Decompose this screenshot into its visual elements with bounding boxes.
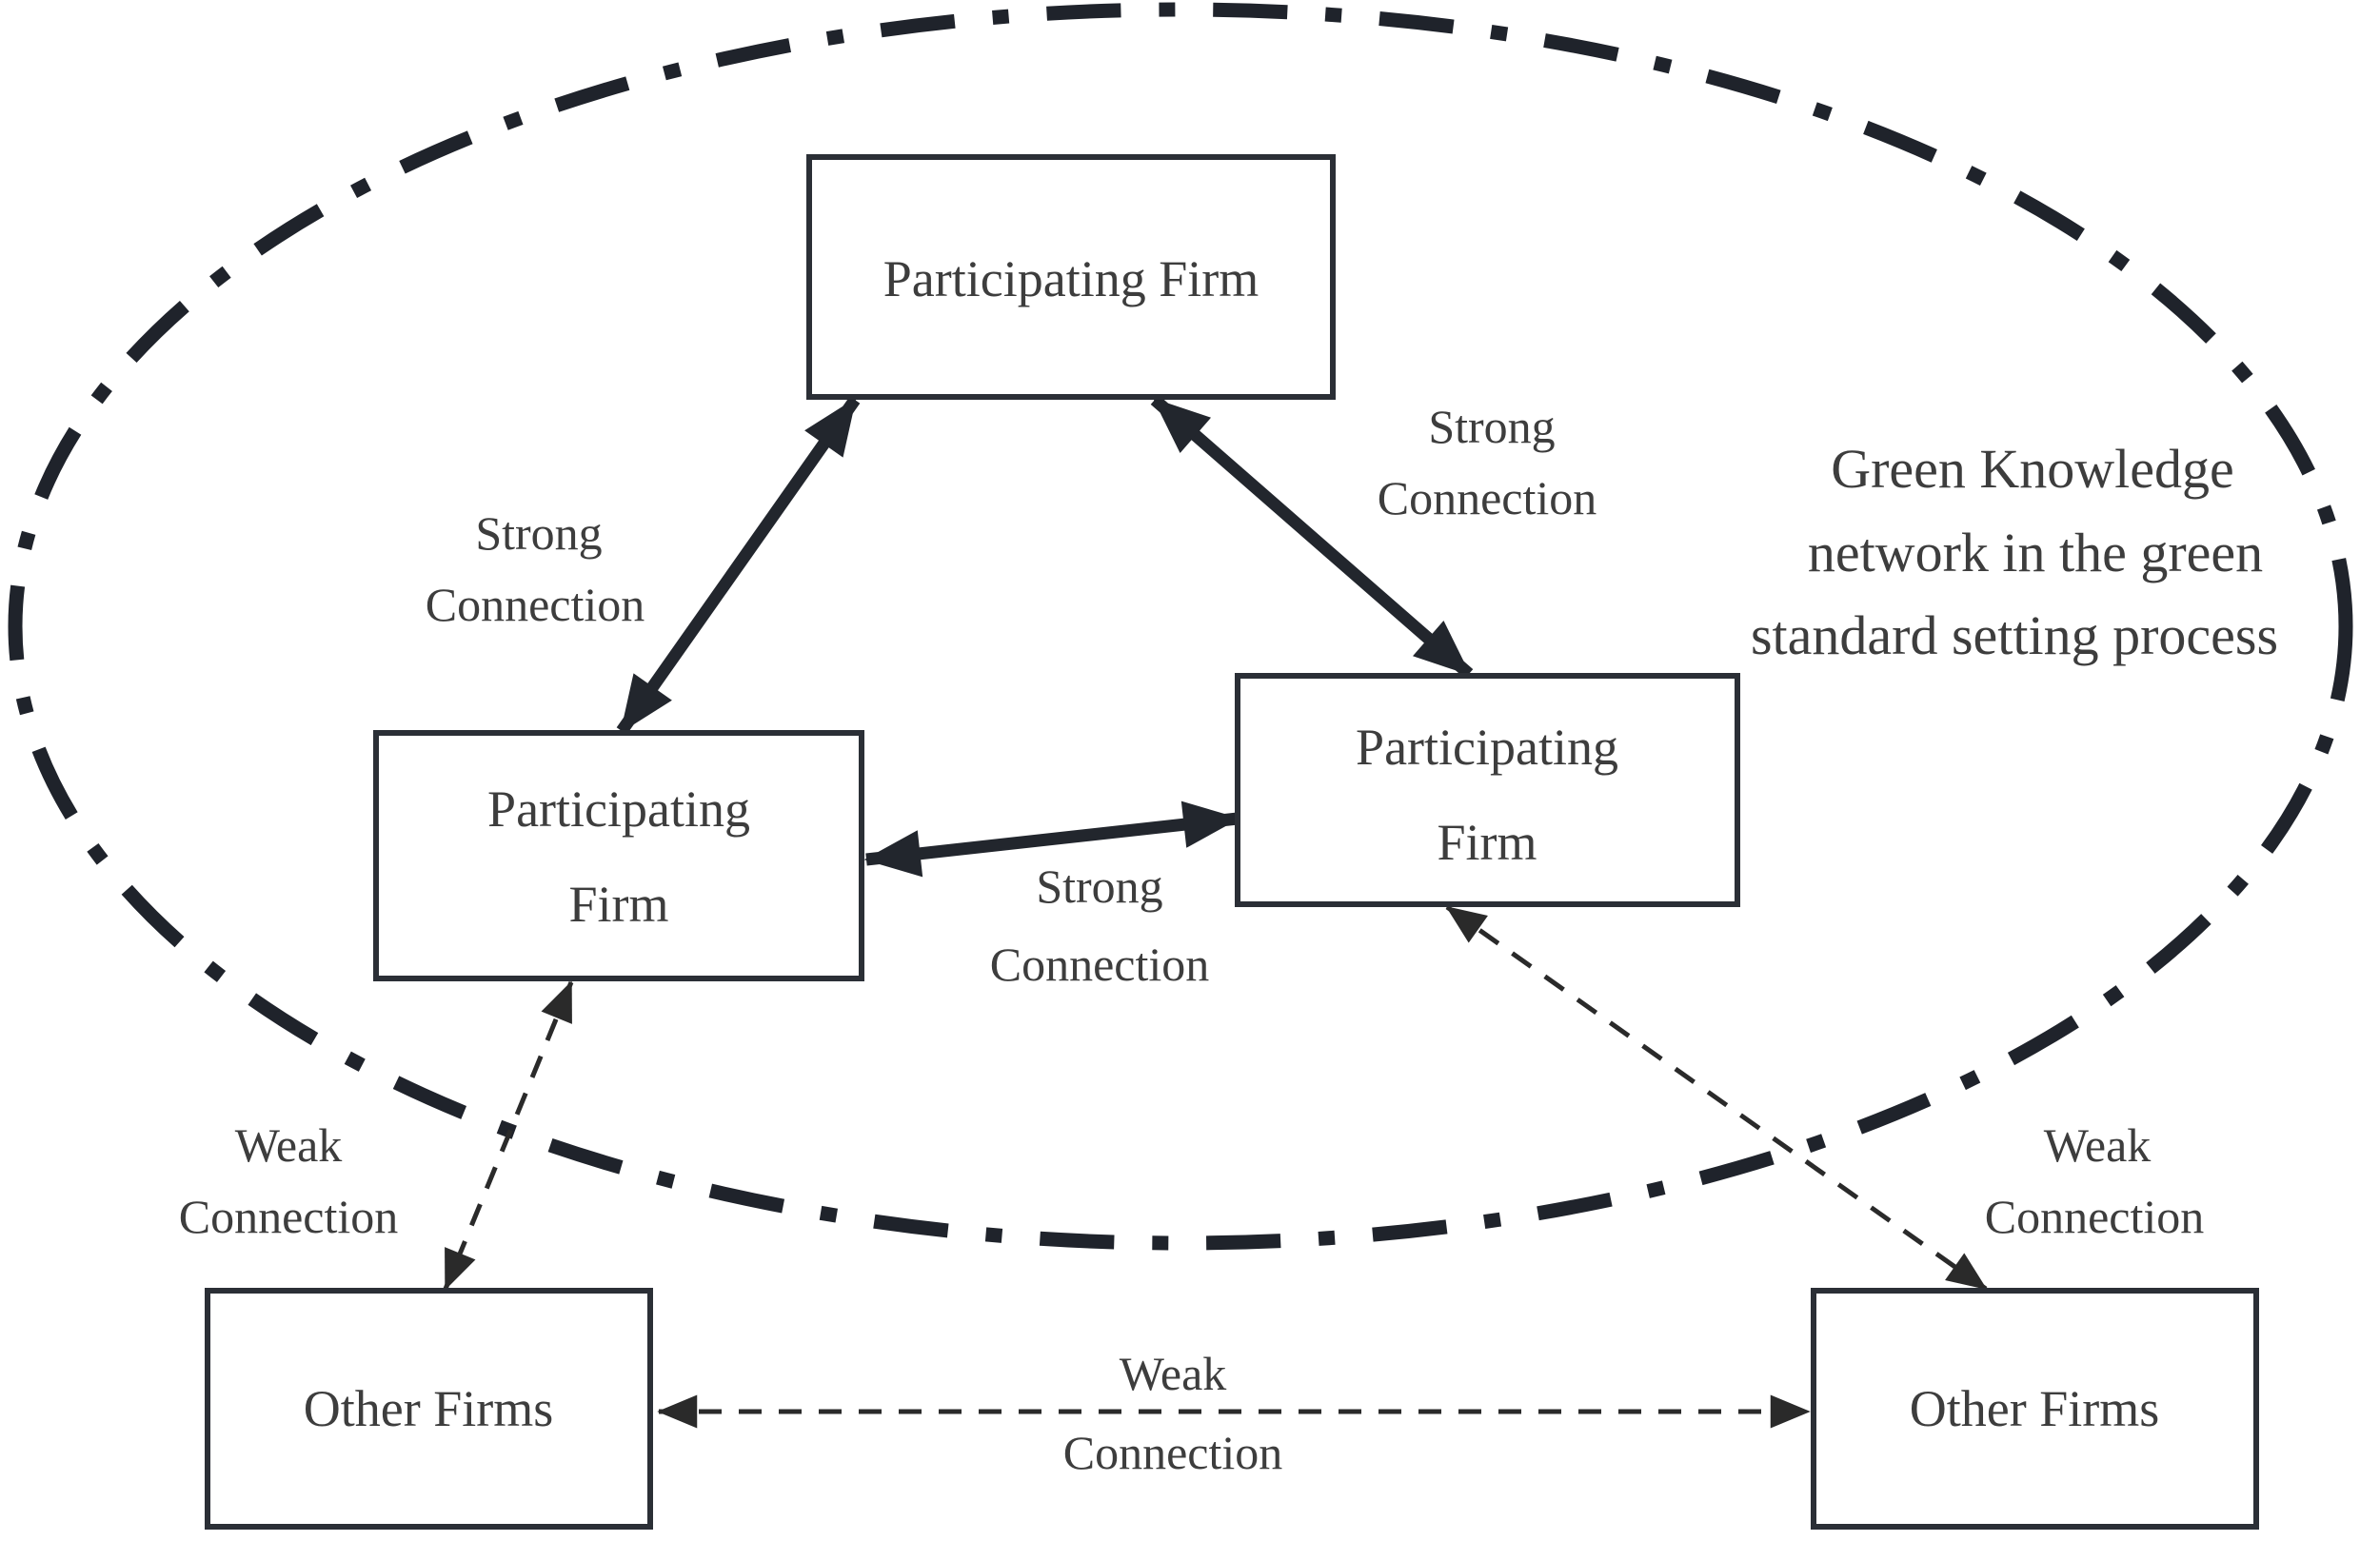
edge-label-line2: Connection — [179, 1190, 399, 1243]
edge-label-line2: Connection — [1378, 471, 1597, 524]
node-label-line1: Participating — [1356, 719, 1618, 776]
edge-label-line1: Strong — [1036, 860, 1162, 913]
boundary-label-line1: Green Knowledge — [1831, 438, 2234, 500]
node-box — [205, 1288, 653, 1530]
edge-label-line2: Connection — [990, 938, 1210, 991]
strong-connection-arrow-middle — [863, 800, 1240, 878]
weak-connection-label-left: Weak Connection — [179, 1118, 399, 1243]
weak-connection-arrow-left — [443, 980, 574, 1291]
edge-label-line2: Connection — [1985, 1190, 2205, 1243]
strong-connection-label-left: Strong Connection — [426, 506, 645, 631]
network-boundary-ellipse — [8, 2, 2353, 1251]
boundary-label-line3: standard setting process — [1751, 604, 2278, 666]
strong-connection-arrow-top-left — [616, 396, 861, 735]
weak-connection-label-right: Weak Connection — [1985, 1118, 2205, 1243]
boundary-label-line2: network in the green — [1808, 522, 2263, 583]
weak-connection-arrow-right — [1445, 904, 1988, 1292]
edge-label-line1: Weak — [2044, 1118, 2152, 1172]
node-right-participating-firm: Participating Firm — [1235, 673, 1740, 907]
strong-connection-label-right: Strong Connection — [1378, 400, 1597, 524]
node-label-line2: Firm — [1437, 814, 1537, 871]
node-box — [373, 730, 864, 981]
edge-label-line1: Strong — [1428, 400, 1555, 453]
edge-label-line2: Connection — [426, 578, 645, 631]
node-left-participating-firm: Participating Firm — [373, 730, 864, 981]
node-bottom-left-other-firms: Other Firms — [205, 1288, 653, 1530]
node-label: Other Firms — [304, 1380, 554, 1437]
node-label: Other Firms — [1910, 1380, 2160, 1437]
edge-label-line1: Weak — [1120, 1347, 1227, 1400]
strong-connection-label-middle: Strong Connection — [990, 860, 1210, 991]
weak-connection-label-bottom: Weak Connection — [1063, 1347, 1283, 1479]
node-label: Participating Firm — [883, 250, 1259, 307]
node-box — [1811, 1288, 2259, 1530]
node-top-participating-firm: Participating Firm — [806, 154, 1336, 400]
node-label-line1: Participating — [487, 780, 750, 838]
edge-label-line1: Weak — [235, 1118, 343, 1172]
edge-label-line1: Strong — [475, 506, 602, 560]
node-bottom-right-other-firms: Other Firms — [1811, 1288, 2259, 1530]
node-box — [1235, 673, 1740, 907]
strong-connection-arrow-top-right — [1150, 395, 1474, 679]
edge-label-line2: Connection — [1063, 1426, 1283, 1479]
node-box — [806, 154, 1336, 400]
network-boundary-label: Green Knowledge network in the green sta… — [1751, 438, 2278, 666]
node-label-line2: Firm — [568, 876, 668, 933]
